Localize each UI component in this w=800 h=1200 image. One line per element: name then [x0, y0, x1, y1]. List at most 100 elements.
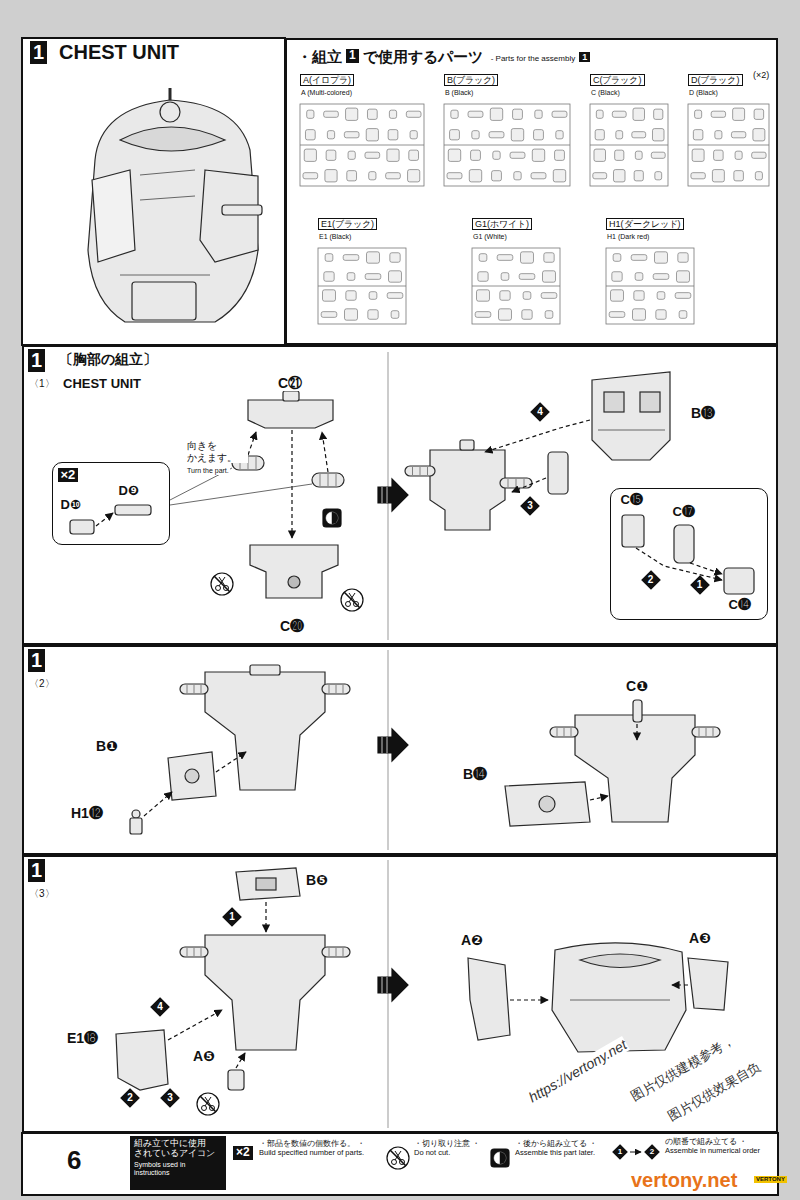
- runner-part: [715, 131, 722, 139]
- runner-box: G1(ホワイト)G1 (White): [470, 216, 562, 328]
- note: Turn the part.: [186, 467, 230, 475]
- runner-part: [324, 272, 334, 282]
- part-callout: C㉑: [277, 375, 303, 391]
- part-callout: ×2: [58, 468, 79, 483]
- runner-part: [596, 110, 603, 118]
- part-callout: C⓯: [620, 493, 644, 508]
- chest-unit: [222, 205, 262, 215]
- order-diamond: [161, 1089, 179, 1107]
- runner-part: [657, 292, 665, 300]
- runner-part: [634, 171, 643, 181]
- scissor-handle: [216, 586, 221, 591]
- legend-text: ・後から組み立てる ・Assemble this part later.: [514, 1140, 610, 1157]
- part-callout: 1: [697, 580, 703, 590]
- runner-part: [535, 110, 542, 118]
- order-diamond: [531, 403, 549, 421]
- runner-part: [367, 252, 380, 263]
- runner-part: [695, 110, 702, 118]
- runner-part: [479, 254, 487, 262]
- part-callout: B⓮: [462, 766, 488, 782]
- watermark: VERTONY: [754, 1176, 787, 1183]
- assembly-arrow: [690, 563, 722, 574]
- runner-part: [409, 150, 419, 160]
- runner-box: E1(ブラック)E1 (Black): [316, 216, 408, 328]
- detail-line: [412, 467, 413, 475]
- runner-part: [303, 173, 318, 179]
- runner-part: [523, 292, 531, 300]
- runner-part: [368, 310, 378, 320]
- step-arrow: [386, 487, 388, 503]
- runner-part: [477, 290, 490, 301]
- runner-part: [531, 173, 546, 179]
- runner-part: [532, 149, 544, 161]
- runner-part: [347, 171, 357, 181]
- leader-line: [170, 468, 232, 500]
- runner-part: [611, 290, 624, 301]
- part-shape: [116, 1030, 168, 1090]
- runner-part: [387, 293, 403, 299]
- runner-label: G1 (White): [472, 233, 508, 241]
- runner-part: [534, 130, 544, 140]
- detail-line: [187, 948, 188, 956]
- part-callout: B❶: [95, 738, 119, 754]
- part-shape: [548, 452, 568, 494]
- runner-part: [471, 150, 481, 160]
- runner-part: [545, 311, 553, 319]
- runner-part: [632, 132, 646, 138]
- assembly-arrow: [216, 752, 246, 772]
- step-arrow: [378, 969, 408, 1001]
- order-number: 3: [527, 501, 533, 511]
- runner-part: [595, 130, 604, 140]
- part-shape: [236, 868, 300, 900]
- runner-part: [731, 132, 745, 138]
- runner-part: [475, 312, 491, 318]
- runner-part: [324, 111, 339, 117]
- runner-part: [307, 110, 314, 118]
- part-callout: C⓴: [279, 618, 305, 634]
- part-shape: [622, 515, 644, 547]
- runner-part: [541, 293, 557, 299]
- runner-part: [450, 130, 460, 140]
- runner-part: [490, 108, 502, 120]
- panel-heading: で使用するパーツ: [362, 48, 484, 65]
- prohibit-slash: [214, 576, 230, 592]
- step-heading: 1: [28, 859, 45, 882]
- runner-part: [714, 150, 724, 160]
- detail-line: [336, 685, 337, 693]
- legend-heading-text: Symbols used in instructions: [134, 1161, 222, 1177]
- quantity-icon: ×2: [233, 1146, 253, 1160]
- chest-unit: [140, 170, 195, 175]
- panel-ground: [22, 645, 778, 855]
- legend-heading-text: 組み立て中に使用 されているアイコン: [134, 1139, 222, 1159]
- runner-part: [447, 173, 462, 179]
- runner-part: [711, 111, 725, 117]
- runner-part: [345, 309, 358, 320]
- runner-part: [348, 151, 355, 159]
- runner-part: [735, 151, 742, 159]
- chest-unit: [140, 196, 195, 200]
- runner-part: [613, 170, 625, 182]
- runner-label: C(ブラック): [590, 74, 645, 86]
- part-shape: [430, 450, 505, 530]
- detail-line: [328, 474, 329, 486]
- detail-line: [194, 685, 195, 693]
- detail-line: [194, 948, 195, 956]
- runner-frame: [300, 145, 424, 146]
- step-arrow: [386, 977, 388, 993]
- runner-part: [677, 271, 690, 282]
- panel-heading: 1: [579, 52, 590, 62]
- panel-heading: - Parts for the assembly: [490, 54, 576, 63]
- runner-part: [513, 109, 523, 119]
- part-shape: [640, 392, 660, 412]
- assembly-arrow: [485, 420, 590, 452]
- detail-line: [201, 685, 202, 693]
- header-panel: [22, 38, 285, 345]
- chest-unit: [92, 170, 135, 262]
- runner-part: [679, 311, 687, 319]
- runner-part: [521, 252, 534, 263]
- runner-part: [492, 171, 502, 181]
- step-heading: 1: [28, 649, 45, 672]
- part-shape: [604, 392, 624, 412]
- assembly-arrow: [265, 902, 266, 932]
